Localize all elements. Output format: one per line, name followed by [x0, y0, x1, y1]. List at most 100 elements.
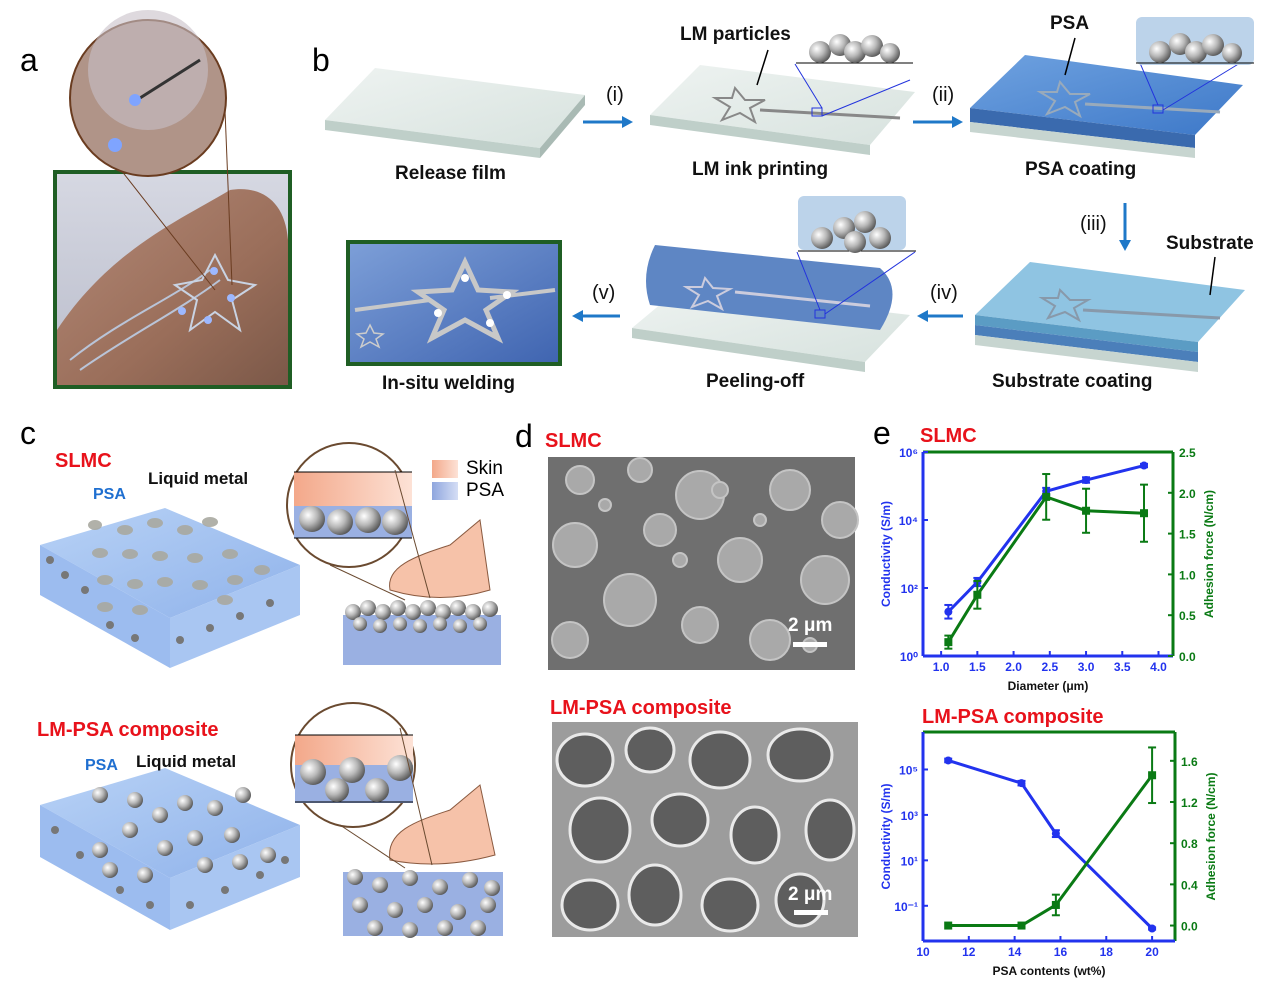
composite-block-illustration	[40, 768, 300, 930]
series-adhesion	[944, 473, 1149, 650]
y2-tick-label: 0.8	[1181, 837, 1198, 851]
step-i: (i)	[606, 84, 624, 106]
caption-psa-coating: PSA coating	[1025, 159, 1137, 180]
in-situ-welding-photo	[346, 240, 562, 366]
composite-title-c: LM-PSA composite	[37, 719, 219, 741]
y2-tick-label: 0.5	[1179, 609, 1196, 623]
panel-label-d: d	[515, 418, 533, 454]
y2-tick-label: 1.0	[1179, 568, 1196, 582]
psa-label-slmc: PSA	[93, 486, 126, 503]
series-line	[948, 774, 1154, 928]
peeling-off-slab	[632, 196, 916, 372]
chart-composite: 10 12 14 16 18 20 10⁻¹ 10¹ 10³ 10⁵ 0.0 0.4 0.8 1.2 1.6…	[879, 730, 1218, 978]
series-adhesion	[944, 746, 1157, 930]
x-tick-label: 2.5	[1041, 660, 1058, 674]
step-ii: (ii)	[932, 84, 955, 106]
y2-tick-label: 2.0	[1179, 487, 1196, 501]
y2-tick-label: 0.0	[1179, 650, 1196, 664]
y-tick-label: 10²	[901, 582, 918, 596]
liquid-metal-label-slmc: Liquid metal	[148, 469, 249, 488]
y-tick-label: 10⁴	[899, 514, 918, 528]
release-film-slab	[325, 68, 585, 158]
x-tick-label: 10	[916, 945, 930, 959]
data-point	[944, 921, 953, 930]
data-point	[1082, 506, 1091, 515]
chart-slmc: 1.0 1.5 2.0 2.5 3.0 3.5 4.0 10⁰ 10² 10⁴ 10⁶ 0.0 0.5 1…	[879, 446, 1216, 693]
y-tick-label: 10⁰	[900, 650, 918, 664]
series-conductivity	[944, 756, 1157, 933]
x-tick-label: 3.0	[1078, 660, 1095, 674]
legend-psa: PSA	[466, 480, 505, 501]
data-point	[1148, 924, 1157, 933]
substrate-coating-slab	[975, 256, 1245, 372]
y-tick-label: 10³	[901, 809, 918, 823]
x-tick-label: 16	[1054, 945, 1068, 959]
step-v: (v)	[592, 282, 616, 304]
callout-substrate: Substrate	[1166, 233, 1254, 254]
data-point	[1017, 779, 1026, 788]
series-line	[947, 759, 1154, 930]
slmc-title-c: SLMC	[55, 450, 112, 472]
panel-label-b: b	[312, 42, 330, 78]
x-tick-label: 20	[1145, 945, 1159, 959]
x-tick-label: 18	[1100, 945, 1114, 959]
y2-axis-label: Adhesion force (N/cm)	[1202, 490, 1216, 618]
step-iii: (iii)	[1080, 213, 1107, 235]
data-point	[1051, 900, 1060, 909]
data-point	[1140, 461, 1149, 470]
data-point	[1017, 921, 1026, 930]
y-tick-label: 10⁶	[899, 446, 918, 460]
hand-photo	[53, 104, 292, 389]
composite-title-d: LM-PSA composite	[550, 697, 732, 719]
panel-label-a: a	[20, 42, 38, 78]
slmc-title-d: SLMC	[545, 430, 602, 452]
x-tick-label: 12	[962, 945, 976, 959]
data-point	[944, 756, 953, 765]
x-tick-label: 4.0	[1150, 660, 1167, 674]
y2-axis-label: Adhesion force (N/cm)	[1204, 772, 1218, 900]
scale-bar-label-slmc: 2 μm	[788, 615, 833, 636]
y2-tick-label: 1.2	[1181, 796, 1198, 810]
magnified-inset-circle	[69, 10, 227, 177]
callout-lm-particles: LM particles	[680, 24, 791, 45]
x-tick-label: 3.5	[1114, 660, 1131, 674]
panel-label-c: c	[20, 415, 36, 451]
data-point	[1082, 476, 1091, 485]
data-point	[944, 607, 953, 616]
y2-tick-label: 1.6	[1181, 755, 1198, 769]
data-point	[1148, 771, 1157, 780]
liquid-metal-label-composite: Liquid metal	[136, 752, 237, 771]
data-point	[1042, 492, 1051, 501]
y2-tick-label: 0.0	[1181, 920, 1198, 934]
callout-psa: PSA	[1050, 13, 1090, 34]
data-point	[973, 590, 982, 599]
data-point	[1051, 829, 1060, 838]
data-point	[1140, 509, 1149, 518]
sem-image-composite	[552, 722, 858, 937]
caption-release-film: Release film	[395, 163, 506, 184]
composite-finger-contact-illustration	[290, 702, 503, 938]
chart-title-composite: LM-PSA composite	[922, 706, 1104, 728]
caption-substrate-coating: Substrate coating	[992, 371, 1153, 392]
slmc-block-illustration	[40, 508, 300, 668]
x-axis-label: PSA contents (wt%)	[993, 964, 1106, 978]
x-tick-label: 1.5	[969, 660, 986, 674]
x-tick-label: 14	[1008, 945, 1022, 959]
y-tick-label: 10⁵	[899, 763, 918, 777]
panel-label-e: e	[873, 415, 891, 451]
sem-image-slmc	[548, 457, 859, 670]
y-tick-label: 10⁻¹	[894, 900, 918, 914]
caption-in-situ-welding: In-situ welding	[382, 373, 515, 394]
lm-printing-slab	[650, 34, 915, 155]
y2-tick-label: 2.5	[1179, 446, 1196, 460]
y-tick-label: 10¹	[901, 854, 918, 868]
y2-tick-label: 0.4	[1181, 878, 1198, 892]
caption-peeling-off: Peeling-off	[706, 371, 805, 392]
charts-e: 1.0 1.5 2.0 2.5 3.0 3.5 4.0 10⁰ 10² 10⁴ 10⁶ 0.0 0.5 1…	[879, 446, 1218, 978]
x-axis-label: Diameter (μm)	[1008, 679, 1089, 693]
x-tick-label: 2.0	[1005, 660, 1022, 674]
x-tick-label: 1.0	[933, 660, 950, 674]
chart-title-slmc: SLMC	[920, 425, 977, 447]
